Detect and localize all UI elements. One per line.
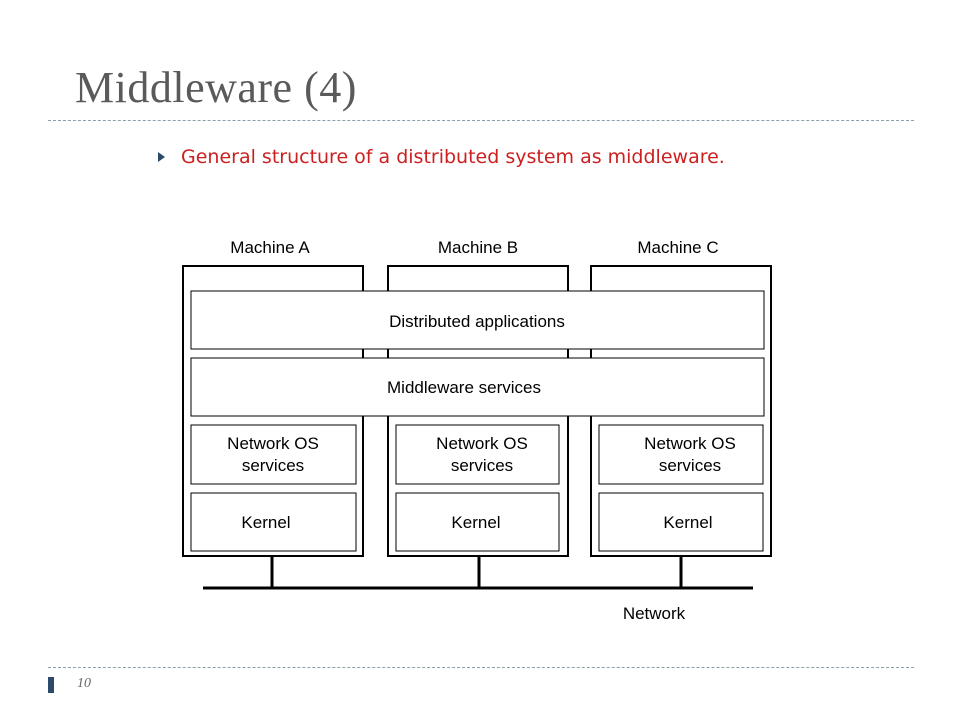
distributed-applications-layer <box>190 290 765 350</box>
page-number: 10 <box>77 676 91 691</box>
network-os-b-line1: Network OS <box>436 434 528 453</box>
kernel-box-c <box>598 492 764 552</box>
kernel-box-b <box>395 492 560 552</box>
bullet-item: General structure of a distributed syste… <box>158 146 725 168</box>
triangle-bullet-icon <box>158 152 165 162</box>
kernel-c-label: Kernel <box>663 513 712 532</box>
machine-b-label: Machine B <box>438 238 518 257</box>
footer-accent-bar <box>48 677 54 693</box>
kernel-box-a <box>190 492 357 552</box>
title-divider <box>48 120 914 121</box>
network-os-box-a <box>190 424 357 485</box>
middleware-services-layer <box>190 357 765 417</box>
machine-c-label: Machine C <box>637 238 718 257</box>
network-os-c-line1: Network OS <box>644 434 736 453</box>
slide-title: Middleware (4) <box>75 63 357 112</box>
machine-a-label: Machine A <box>230 238 310 257</box>
network-os-box-c <box>598 424 764 485</box>
footer-divider <box>48 667 914 668</box>
kernel-b-label: Kernel <box>451 513 500 532</box>
middleware-services-label: Middleware services <box>387 378 541 397</box>
distributed-applications-label: Distributed applications <box>389 312 565 331</box>
network-os-b-line2: services <box>451 456 513 475</box>
bullet-text: General structure of a distributed syste… <box>181 146 725 168</box>
network-label: Network <box>623 604 686 623</box>
network-os-c-line2: services <box>659 456 721 475</box>
network-os-a-line2: services <box>242 456 304 475</box>
network-os-box-b <box>395 424 560 485</box>
kernel-a-label: Kernel <box>241 513 290 532</box>
network-os-a-line1: Network OS <box>227 434 319 453</box>
